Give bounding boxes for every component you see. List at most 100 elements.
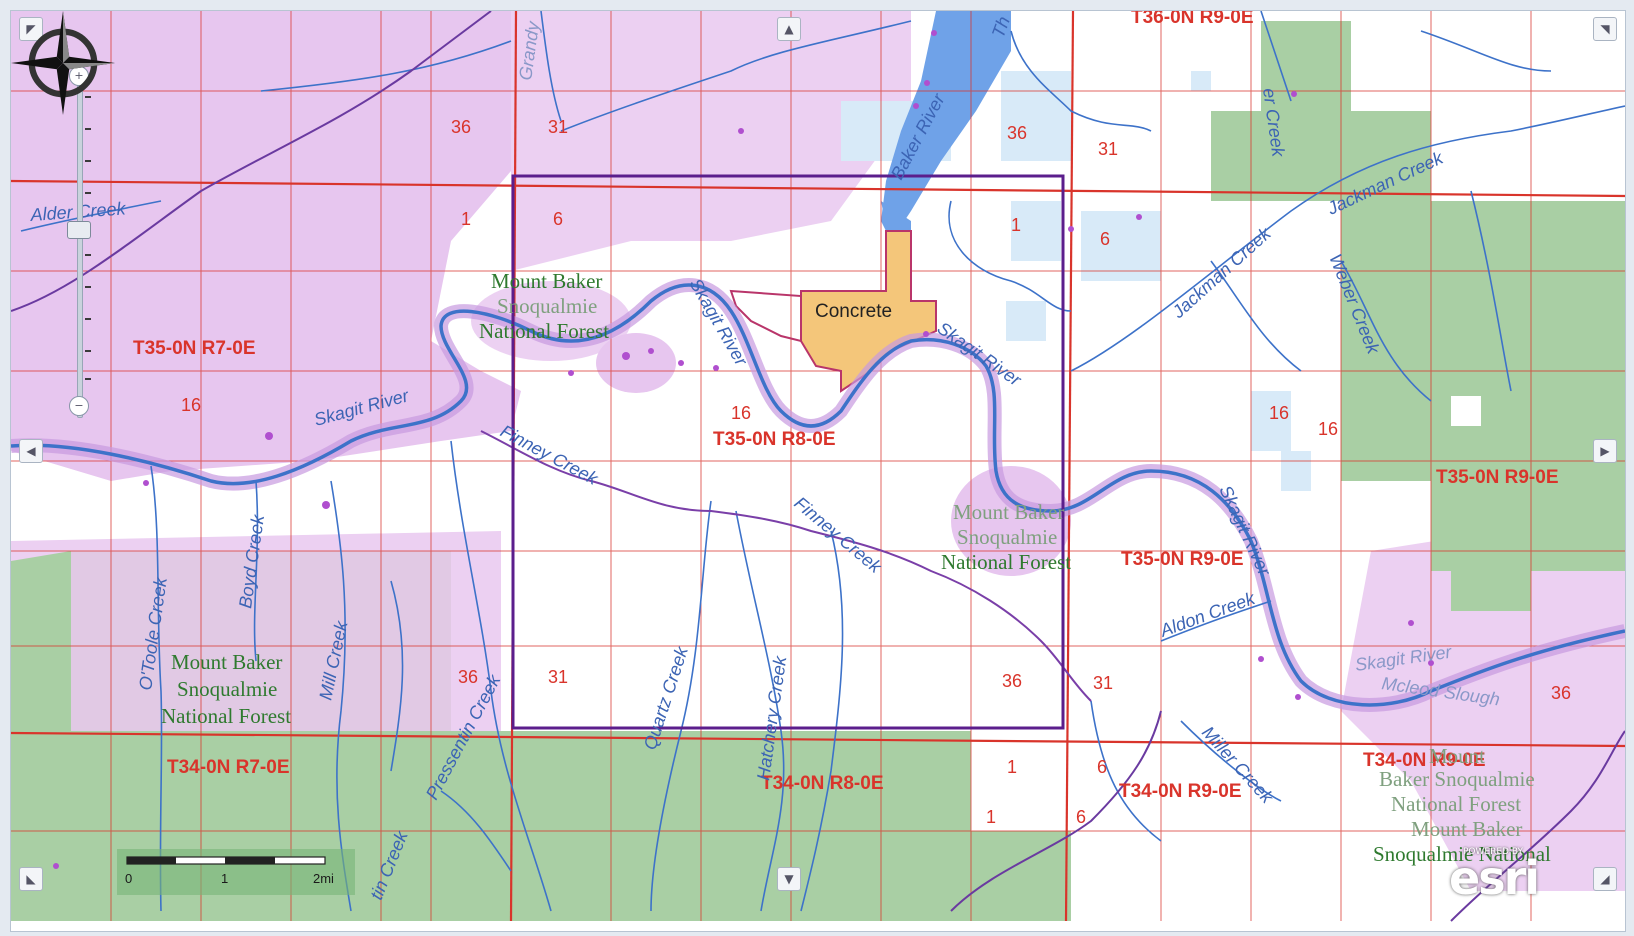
- township-label-t34-r9: T34-0N R9-0E: [1119, 781, 1242, 802]
- map-svg[interactable]: T35-0N R7-0E T35-0N R8-0E T35-0N R9-0E T…: [11, 11, 1625, 931]
- township-label-t35-r9-east: T35-0N R9-0E: [1436, 467, 1559, 488]
- map-canvas[interactable]: T35-0N R7-0E T35-0N R8-0E T35-0N R9-0E T…: [10, 10, 1626, 932]
- pan-up-button[interactable]: ▲: [777, 17, 801, 41]
- township-label-t34-r8: T34-0N R8-0E: [761, 773, 884, 794]
- section-label: 6: [1097, 757, 1107, 777]
- scale-label: 0: [125, 871, 132, 886]
- forest-label-line: National Forest: [479, 319, 609, 343]
- forest-label-line: Mount: [1429, 744, 1485, 768]
- forest-green-w: [11, 551, 71, 731]
- section-label: 36: [1002, 671, 1022, 691]
- forest-patch-1: [596, 333, 676, 393]
- selection-rectangle[interactable]: [511, 174, 1065, 730]
- section-label: 36: [458, 667, 478, 687]
- esri-logo[interactable]: POWERED BY esri: [1443, 845, 1543, 905]
- forest-region-sw-grey: [71, 551, 451, 731]
- boundary-stream-se: [1450, 730, 1625, 922]
- pan-right-button[interactable]: ▶: [1593, 439, 1617, 463]
- patch-blue-2: [1001, 71, 1071, 161]
- forest-label-line: Baker Snoqualmie: [1379, 767, 1535, 791]
- boundary-stream-s: [950, 710, 1162, 912]
- section-label: 31: [1093, 673, 1113, 693]
- creeks: [20, 11, 1625, 912]
- section-label: 31: [548, 117, 568, 137]
- township-label-t35-r7: T35-0N R7-0E: [133, 338, 256, 359]
- zoom-tick: [85, 192, 91, 194]
- township-label-t35-r8: T35-0N R8-0E: [713, 429, 836, 450]
- zoom-tick: [85, 254, 91, 256]
- corner-se-button[interactable]: ◢: [1593, 867, 1617, 891]
- pan-left-button[interactable]: ◀: [19, 439, 43, 463]
- forest-label-line: Mount Baker: [171, 650, 282, 674]
- corner-ne-button[interactable]: ◥: [1593, 17, 1617, 41]
- zoom-out-button[interactable]: −: [69, 396, 89, 416]
- section-label: 16: [1318, 419, 1338, 439]
- section-label: 36: [1551, 683, 1571, 703]
- patch-blue-6: [1251, 391, 1291, 451]
- forest-label-line: Mount Baker: [953, 500, 1064, 524]
- zoom-thumb[interactable]: [67, 221, 91, 239]
- zoom-track[interactable]: [77, 80, 83, 418]
- skagit-river: [11, 283, 1625, 707]
- patch-blue-7: [1281, 451, 1311, 491]
- zoom-slider[interactable]: + −: [63, 66, 93, 436]
- forest-green-s2: [971, 831, 1071, 921]
- esri-powered-text: POWERED BY: [1463, 847, 1524, 857]
- forest-label-line: National Forest: [161, 704, 291, 728]
- section-label: 16: [1269, 403, 1289, 423]
- township-label-t36-r9: T36-0N R9-0E: [1131, 11, 1254, 28]
- forest-patch-2: [951, 466, 1071, 576]
- compass-rose-icon: [11, 11, 115, 115]
- section-label: 16: [181, 395, 201, 415]
- section-label: 36: [451, 117, 471, 137]
- forest-region-se: [1341, 511, 1625, 891]
- zoom-tick: [85, 160, 91, 162]
- section-label: 31: [548, 667, 568, 687]
- patch-blue-4: [1006, 301, 1046, 341]
- patch-blue-8: [1191, 71, 1211, 91]
- section-label: 36: [1007, 123, 1027, 143]
- forest-label-line: Snoqualmie: [497, 294, 597, 318]
- forest-clearing: [1451, 396, 1481, 426]
- forest-green-s: [511, 731, 971, 921]
- section-label: 6: [1100, 229, 1110, 249]
- scale-label: 2mi: [313, 871, 334, 886]
- forest-label-line: Mount Baker: [491, 269, 602, 293]
- section-label: 6: [553, 209, 563, 229]
- corner-nw-button[interactable]: ◤: [19, 17, 43, 41]
- section-label: 1: [1011, 215, 1021, 235]
- section-label: 6: [1076, 807, 1086, 827]
- city-label-concrete[interactable]: Concrete: [815, 301, 892, 322]
- zoom-tick: [85, 96, 91, 98]
- esri-brand-text: esri: [1449, 851, 1540, 905]
- township-label-t34-r9-east: T34-0N R9-0E: [1363, 750, 1486, 771]
- forest-green-ne2: [1261, 21, 1351, 111]
- forest-green-e: [1341, 201, 1625, 571]
- corner-sw-button[interactable]: ◣: [19, 867, 43, 891]
- section-label: 16: [731, 403, 751, 423]
- zoom-tick: [85, 128, 91, 130]
- forest-label-line: National Forest: [1391, 792, 1521, 816]
- boundary-stream-nw: [11, 11, 492, 312]
- forest-label-line: National Forest: [941, 550, 1071, 574]
- forest-label-line: Snoqualmie: [177, 677, 277, 701]
- forest-green-ne1: [1211, 111, 1431, 201]
- township-label-t35-r9-south: T35-0N R9-0E: [1121, 549, 1244, 570]
- patch-blue-5: [1081, 211, 1161, 281]
- zoom-tick: [85, 350, 91, 352]
- scale-bar: 0 1 2mi: [117, 849, 355, 895]
- forest-label-line: Mount Baker: [1411, 817, 1522, 841]
- section-label: 31: [1098, 139, 1118, 159]
- zoom-tick: [85, 378, 91, 380]
- pan-down-button[interactable]: ▼: [777, 867, 801, 891]
- township-label-t34-r7: T34-0N R7-0E: [167, 757, 290, 778]
- forest-green-e2: [1451, 571, 1531, 611]
- zoom-tick: [85, 286, 91, 288]
- zoom-tick: [85, 318, 91, 320]
- section-label: 1: [1007, 757, 1017, 777]
- scale-bar-graphic: 0 1 2mi: [125, 856, 334, 886]
- section-grid: [11, 11, 1625, 921]
- section-label: 1: [461, 209, 471, 229]
- forest-label-line: Snoqualmie National: [1373, 842, 1551, 866]
